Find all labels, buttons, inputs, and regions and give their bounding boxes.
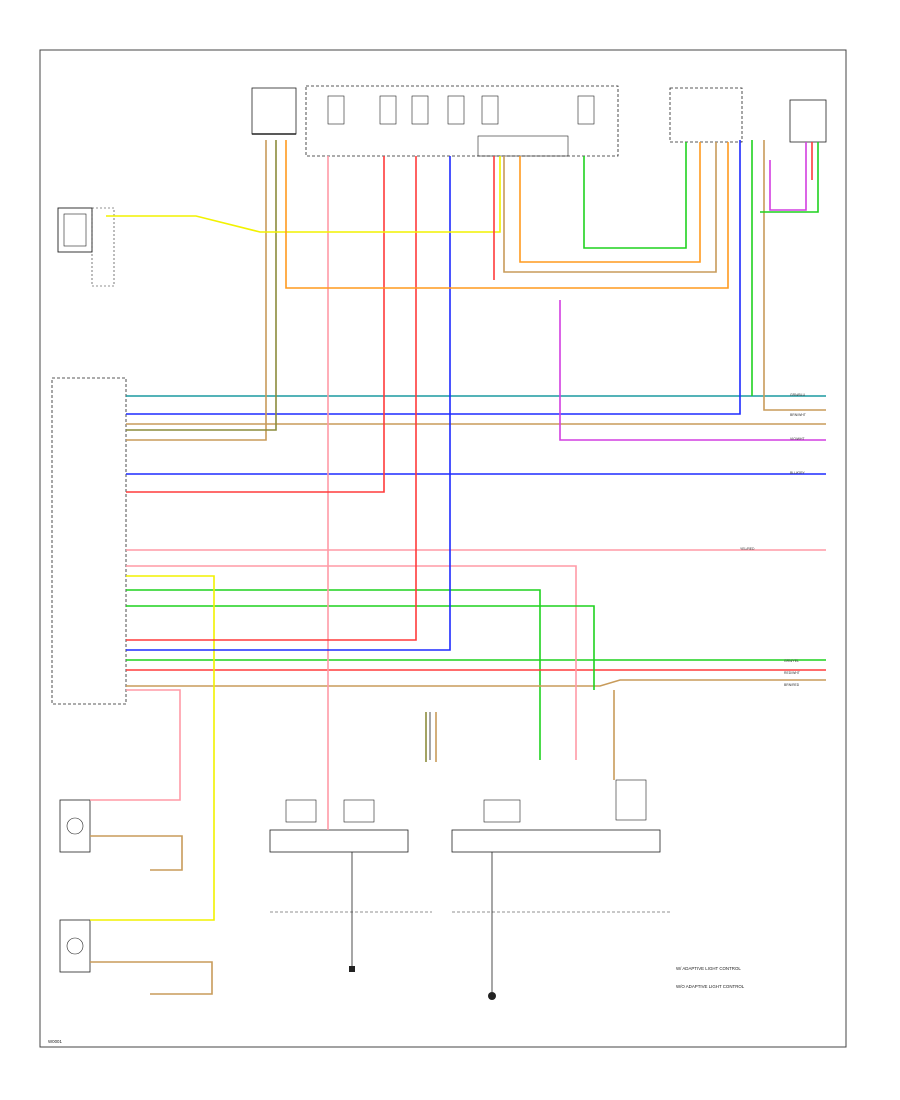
legend: W/ ADAPTIVE LIGHT CONTROL W/O ADAPTIVE L… <box>676 966 745 989</box>
wire-olive-v <box>126 140 277 431</box>
wire-green3-bus <box>126 605 595 690</box>
legend-item-2: W/O ADAPTIVE LIGHT CONTROL <box>676 984 745 989</box>
diagram-frame <box>39 49 847 1048</box>
wire-tag-red: YEL/RED <box>740 547 755 551</box>
right-fog-light <box>59 919 91 973</box>
wire-red-v2 <box>126 156 385 493</box>
fuse-block-top <box>305 85 619 157</box>
wire-tan-top <box>503 142 717 273</box>
wire-yellow-long <box>90 575 215 921</box>
wire-blue-bus <box>126 140 741 415</box>
control-module <box>51 377 127 705</box>
wire-tag-tan2: BRN/RED <box>784 683 800 687</box>
wire-violet-bus <box>559 300 826 441</box>
ground-2 <box>488 912 496 1000</box>
wire-tan2-bus <box>126 679 826 687</box>
wire-green-right-2 <box>760 142 819 213</box>
legend-item-1: W/ ADAPTIVE LIGHT CONTROL <box>676 966 741 971</box>
ground-1 <box>349 912 355 972</box>
left-light-component <box>251 87 297 135</box>
combination-switch <box>57 207 115 287</box>
wire-orange-top <box>285 140 729 289</box>
wire-tag-violet: VIO/WHT <box>790 437 805 441</box>
left-fog-light <box>59 799 91 853</box>
wire-tan-fog-2 <box>90 961 213 995</box>
wire-red-v3 <box>126 156 417 641</box>
wire-violet-right <box>769 142 807 211</box>
wire-pink-bus <box>126 565 577 760</box>
wire-green-top <box>583 142 687 249</box>
wire-tag-green: GRN/YEL <box>784 659 799 663</box>
wire-yellow-top <box>106 156 501 233</box>
wire-tag-blue: BLU/GRY <box>790 471 806 475</box>
wire-tan-right <box>763 140 826 411</box>
wire-blue-v <box>126 156 451 651</box>
wire-orange-2 <box>519 142 701 263</box>
wire-pink-fog <box>90 689 181 801</box>
fuse-block-right <box>669 87 827 143</box>
wire-green-bus <box>126 589 541 720</box>
wire-tan-v <box>126 140 267 441</box>
page-reference: W0001 <box>48 1039 62 1044</box>
wires <box>90 140 826 995</box>
wire-tag-red2: RED/WHT <box>784 671 800 675</box>
light-control-module <box>269 799 432 913</box>
wire-tan-fog <box>90 835 183 871</box>
wire-tag-tan: BRN/WHT <box>790 413 806 417</box>
headlight-unit <box>451 779 672 913</box>
wire-tag-teal: GRN/BLU <box>790 393 806 397</box>
